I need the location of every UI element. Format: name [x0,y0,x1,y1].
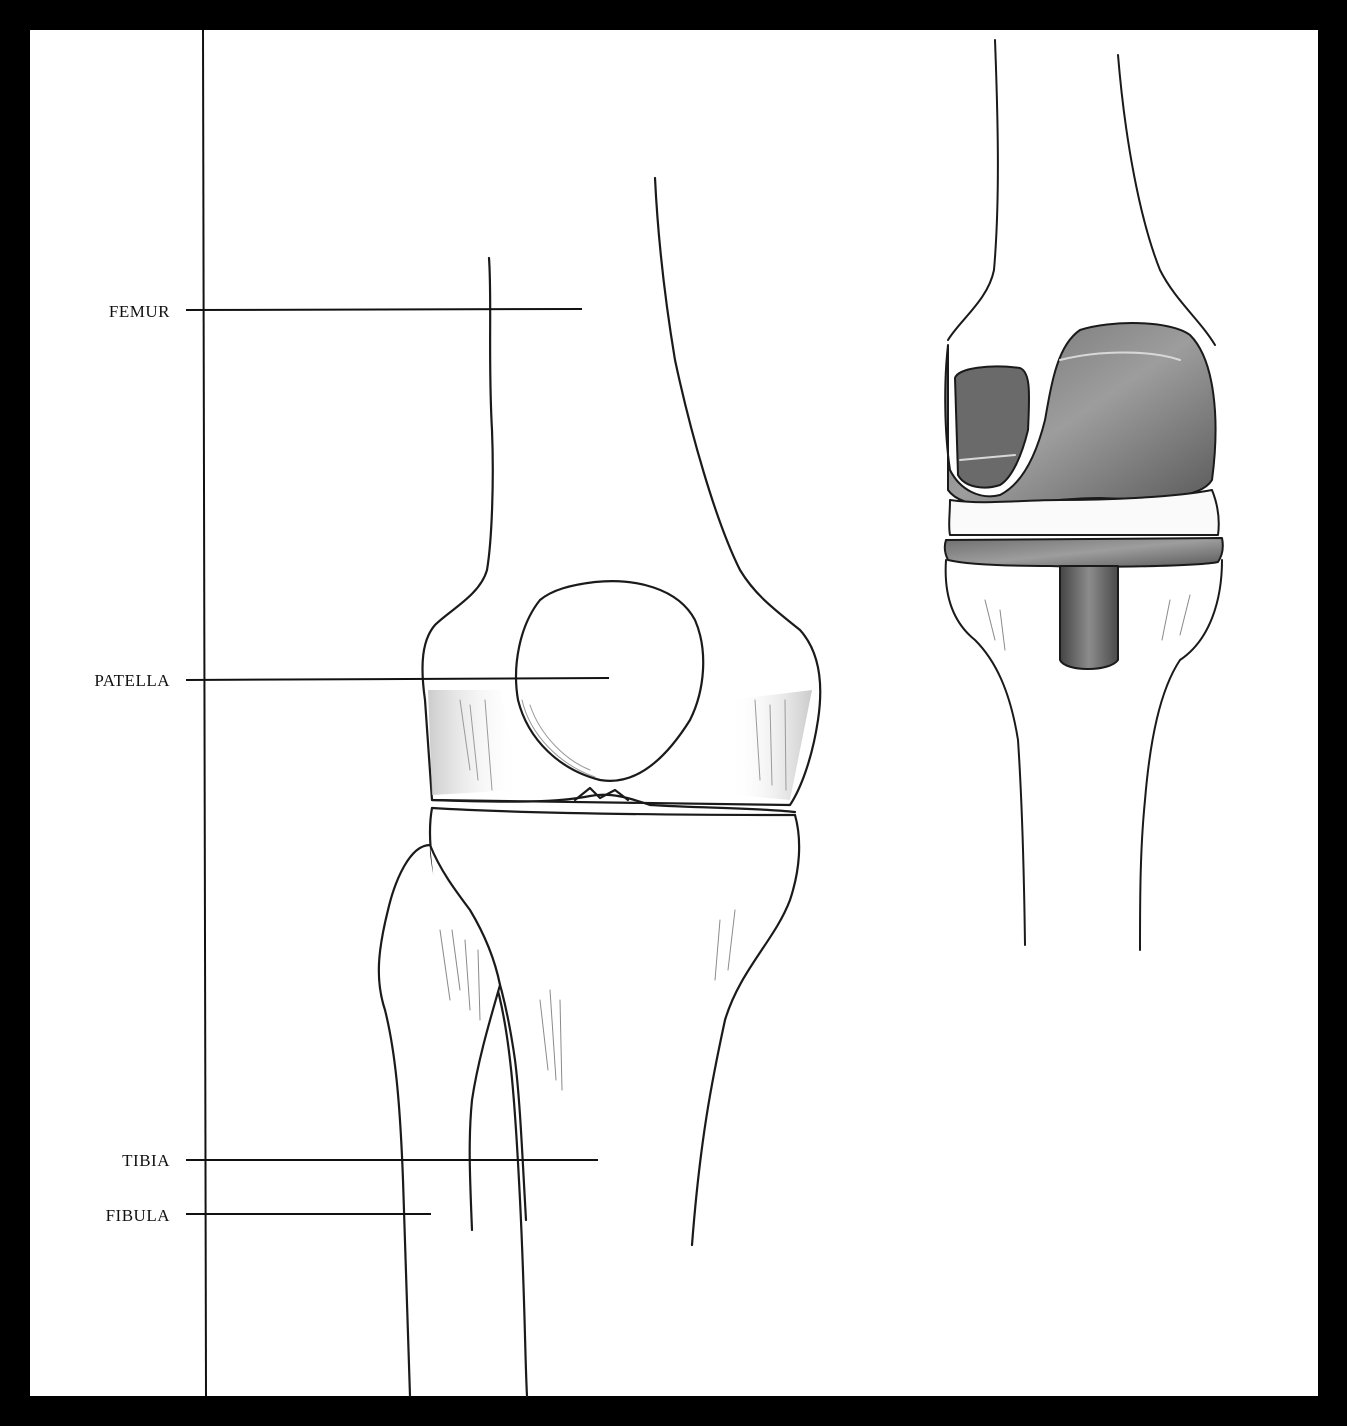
implant-knee-drawing [945,40,1223,950]
vertical-guide-line [203,30,206,1396]
label-patella: PATELLA [30,671,170,691]
tibia-shading [540,910,735,1090]
label-fibula: FIBULA [30,1206,170,1226]
femur-leader-line [186,309,582,310]
label-femur: FEMUR [30,302,170,322]
fibula-outline [379,845,500,1396]
tibial-tray [945,538,1223,567]
tibia-outline [430,808,799,1396]
main-knee-drawing [379,178,820,1396]
femoral-component-window [955,366,1029,487]
tibial-stem [1060,566,1118,669]
implant-femur-shaft [948,40,1215,345]
label-tibia: TIBIA [30,1151,170,1171]
